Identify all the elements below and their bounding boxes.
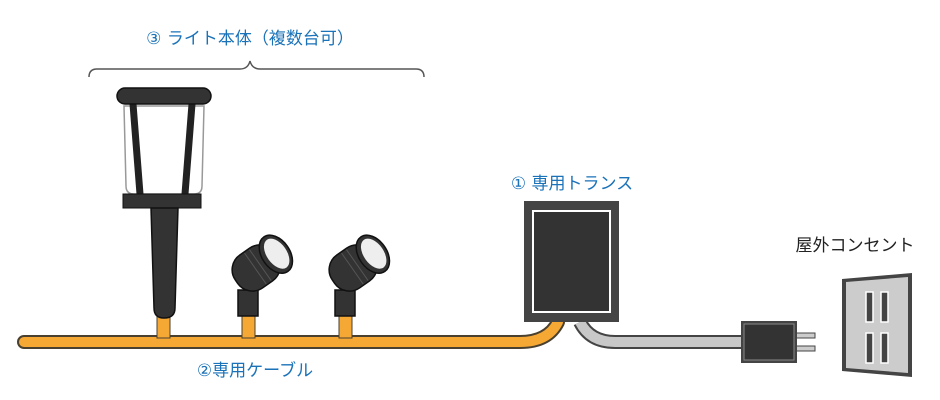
transformer-label: ① 専用トランス xyxy=(511,174,633,194)
brace xyxy=(88,60,425,78)
spot-light-1 xyxy=(231,234,294,339)
lantern-light xyxy=(116,87,212,339)
cable-label: ②専用ケーブル xyxy=(197,360,313,381)
dedicated-cable xyxy=(17,315,565,349)
power-cord xyxy=(573,318,745,349)
spot-light-2 xyxy=(328,234,391,339)
light-body-label: ③ ライト本体（複数台可） xyxy=(146,29,354,49)
power-plug xyxy=(741,321,816,363)
transformer xyxy=(524,201,619,322)
outdoor-outlet xyxy=(842,273,912,377)
outlet-label: 屋外コンセント xyxy=(796,236,915,256)
